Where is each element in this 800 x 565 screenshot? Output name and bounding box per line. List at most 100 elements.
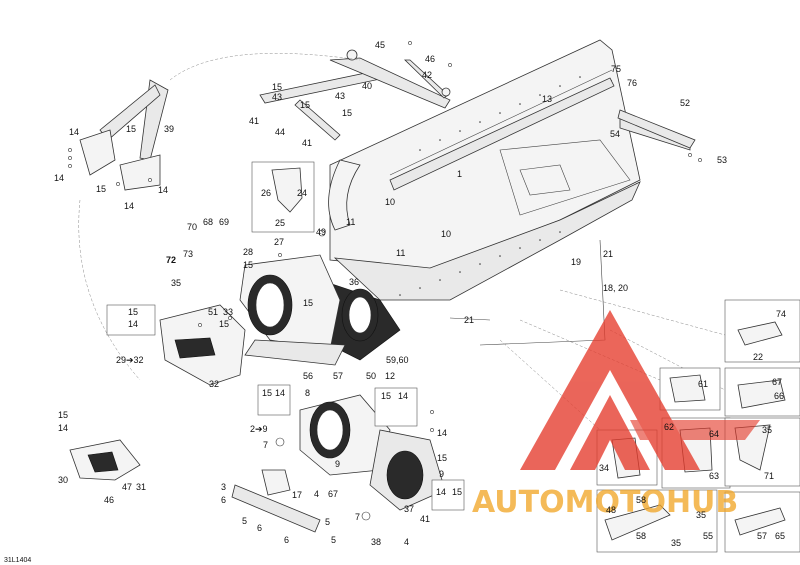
skid-plate bbox=[231, 469, 321, 533]
callout-15: 15 bbox=[219, 319, 229, 329]
inset-box-66-67 bbox=[724, 367, 800, 417]
callout-35: 35 bbox=[696, 510, 706, 520]
callout-54: 54 bbox=[610, 129, 620, 139]
callout-15: 15 bbox=[300, 100, 310, 110]
callout-35: 35 bbox=[671, 538, 681, 548]
callout-51: 51 bbox=[208, 307, 218, 317]
callout-45: 45 bbox=[375, 40, 385, 50]
front-arm-assembly bbox=[79, 79, 169, 191]
diagram-code: 31L1404 bbox=[4, 557, 31, 564]
callout-67: 67 bbox=[772, 377, 782, 387]
callout-15: 15 bbox=[96, 184, 106, 194]
inset-box-15-14-left bbox=[106, 304, 156, 336]
callout-65: 65 bbox=[775, 531, 785, 541]
callout-27: 27 bbox=[274, 237, 284, 247]
tunnel-assembly bbox=[319, 39, 691, 361]
callout-63: 63 bbox=[709, 471, 719, 481]
callout-41: 41 bbox=[420, 514, 430, 524]
callout-9: 9 bbox=[439, 469, 444, 479]
callout-38: 38 bbox=[371, 537, 381, 547]
callout-24: 24 bbox=[297, 188, 307, 198]
callout-15: 15 bbox=[126, 124, 136, 134]
callout-15: 15 bbox=[262, 388, 272, 398]
inset-box-15-14-cluster bbox=[374, 387, 418, 427]
callout-14: 14 bbox=[437, 428, 447, 438]
callout-30: 30 bbox=[58, 475, 68, 485]
callout-4: 4 bbox=[404, 537, 409, 547]
callout-14: 14 bbox=[54, 173, 64, 183]
callout-49: 49 bbox=[316, 227, 326, 237]
callout-48: 48 bbox=[606, 505, 616, 515]
callout-10: 10 bbox=[441, 229, 451, 239]
lower-left-mount bbox=[69, 439, 141, 481]
callout-42: 42 bbox=[422, 70, 432, 80]
callout-53: 53 bbox=[717, 155, 727, 165]
callout-15: 15 bbox=[128, 307, 138, 317]
callout-40: 40 bbox=[362, 81, 372, 91]
callout-66: 66 bbox=[774, 391, 784, 401]
callout-14: 14 bbox=[436, 487, 446, 497]
callout-22: 22 bbox=[753, 352, 763, 362]
callout-6: 6 bbox=[284, 535, 289, 545]
callout-18-20: 18, 20 bbox=[603, 283, 628, 293]
front-frame bbox=[239, 254, 379, 366]
callout-8: 8 bbox=[305, 388, 310, 398]
callout-6: 6 bbox=[221, 495, 226, 505]
front-bumper-bracket bbox=[159, 304, 246, 386]
callout-37: 37 bbox=[404, 504, 414, 514]
inset-box-14-15-right bbox=[431, 479, 465, 511]
callout-28: 28 bbox=[243, 247, 253, 257]
watermark-logo-bar bbox=[630, 420, 760, 440]
callout-72: 72 bbox=[166, 255, 176, 265]
callout-14: 14 bbox=[158, 185, 168, 195]
callout-58: 58 bbox=[636, 531, 646, 541]
callout-15: 15 bbox=[452, 487, 462, 497]
callout-75: 75 bbox=[611, 64, 621, 74]
steering-column-support bbox=[259, 49, 451, 141]
callout-14: 14 bbox=[69, 127, 79, 137]
callout-43: 43 bbox=[272, 92, 282, 102]
callout-59-60: 59,60 bbox=[386, 355, 409, 365]
callout-57: 57 bbox=[333, 371, 343, 381]
callout-31: 31 bbox=[136, 482, 146, 492]
callout-68: 68 bbox=[203, 217, 213, 227]
callout-56: 56 bbox=[303, 371, 313, 381]
callout-5: 5 bbox=[325, 517, 330, 527]
callout-15: 15 bbox=[342, 108, 352, 118]
callout-29-32: 29➔32 bbox=[116, 355, 144, 365]
inset-box-15-14-center bbox=[257, 384, 291, 416]
callout-62: 62 bbox=[664, 422, 674, 432]
callout-52: 52 bbox=[680, 98, 690, 108]
watermark-logo-inner bbox=[570, 395, 650, 470]
callout-36: 36 bbox=[349, 277, 359, 287]
callout-33: 33 bbox=[223, 307, 233, 317]
callout-10: 10 bbox=[385, 197, 395, 207]
automotohub-watermark: AUTOMOTOHUB bbox=[472, 310, 760, 520]
callout-1: 1 bbox=[457, 169, 462, 179]
callout-46: 46 bbox=[425, 54, 435, 64]
callout-4: 4 bbox=[314, 489, 319, 499]
callout-labels: 45 46 42 40 15 43 43 15 15 41 44 41 13 7… bbox=[4, 40, 786, 564]
callout-41: 41 bbox=[249, 116, 259, 126]
callout-76: 76 bbox=[627, 78, 637, 88]
callout-50: 50 bbox=[366, 371, 376, 381]
callout-14: 14 bbox=[398, 391, 408, 401]
callout-7: 7 bbox=[263, 440, 268, 450]
callout-15: 15 bbox=[381, 391, 391, 401]
callout-44: 44 bbox=[275, 127, 285, 137]
center-subframe bbox=[299, 394, 446, 511]
callout-5: 5 bbox=[242, 516, 247, 526]
callout-32: 32 bbox=[209, 379, 219, 389]
callout-15: 15 bbox=[272, 82, 282, 92]
callout-17: 17 bbox=[292, 490, 302, 500]
callout-15: 15 bbox=[243, 260, 253, 270]
callout-5: 5 bbox=[331, 535, 336, 545]
watermark-text: AUTOMOTOHUB bbox=[472, 485, 738, 520]
callout-7: 7 bbox=[355, 512, 360, 522]
callout-57: 57 bbox=[757, 531, 767, 541]
callout-35: 35 bbox=[762, 425, 772, 435]
callout-2-9: 2➔9 bbox=[250, 424, 268, 434]
callout-21: 21 bbox=[464, 315, 474, 325]
callout-25: 25 bbox=[275, 218, 285, 228]
